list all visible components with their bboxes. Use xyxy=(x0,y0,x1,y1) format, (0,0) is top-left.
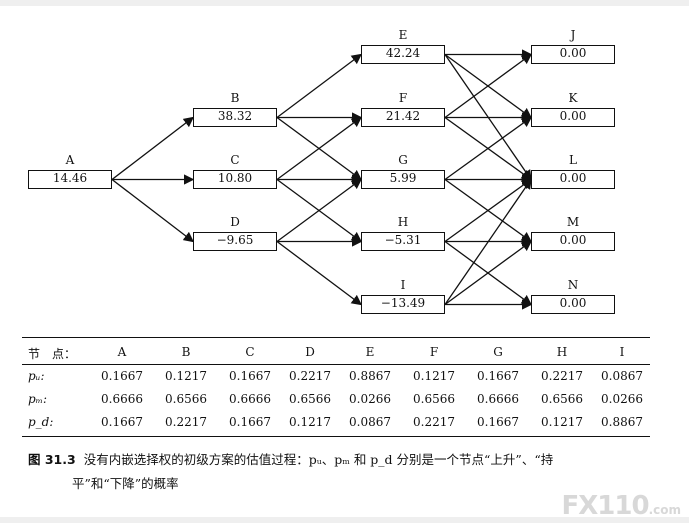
edge-d-i xyxy=(276,240,363,306)
node-n-label: N xyxy=(567,278,579,292)
table-cell: 0.2217 xyxy=(413,415,455,429)
table-cell: 0.1217 xyxy=(541,415,583,429)
node-f-value: 21.42 xyxy=(361,108,445,127)
edge-a-d xyxy=(111,178,195,243)
table-column-header: G xyxy=(493,345,503,359)
table-column-header: C xyxy=(245,345,255,359)
edge-d-g xyxy=(276,178,363,243)
page-top-shade xyxy=(0,0,689,6)
table-cell: 0.1667 xyxy=(101,369,143,383)
table-column-header: D xyxy=(305,345,315,359)
table-cell: 0.1667 xyxy=(477,415,519,429)
node-a-label: A xyxy=(65,153,75,167)
table-cell: 0.6566 xyxy=(289,392,331,406)
node-j-label: J xyxy=(570,28,576,42)
table-row-label: pᵤ: xyxy=(28,369,45,383)
node-c-label: C xyxy=(230,153,240,167)
tree-edges xyxy=(111,49,533,310)
node-d-value: −9.65 xyxy=(193,232,277,251)
table-cell: 0.6666 xyxy=(101,392,143,406)
table-row: pₘ: 0.6666 0.6566 0.6666 0.6566 0.0266 0.6566 0… xyxy=(22,389,650,411)
edge-a-b xyxy=(111,116,195,181)
table-cell: 0.8867 xyxy=(601,415,643,429)
table-top-rule xyxy=(22,337,650,338)
table-cell: 0.8867 xyxy=(349,369,391,383)
table-column-header: E xyxy=(365,345,375,359)
watermark-suffix: .com xyxy=(648,503,681,517)
edge-c-f xyxy=(276,116,363,181)
node-g-label: G xyxy=(398,153,408,167)
caption-line-2: 平”和“下降”的概率 xyxy=(72,476,179,491)
edge-g-k xyxy=(444,116,533,181)
table-row-label: pₘ: xyxy=(28,392,48,406)
node-h-value: −5.31 xyxy=(361,232,445,251)
table-cell: 0.2217 xyxy=(541,369,583,383)
node-f-label: F xyxy=(398,91,408,105)
node-g-value: 5.99 xyxy=(361,170,445,189)
table-cell: 0.0867 xyxy=(601,369,643,383)
table-cell: 0.2217 xyxy=(289,369,331,383)
node-d-label: D xyxy=(230,215,240,229)
node-b-value: 38.32 xyxy=(193,108,277,127)
watermark-logo: FX110.com xyxy=(561,491,681,521)
table-row-label: p_d: xyxy=(28,415,54,429)
node-m-value: 0.00 xyxy=(531,232,615,251)
node-a-value: 14.46 xyxy=(28,170,112,189)
table-cell: 0.6566 xyxy=(541,392,583,406)
figure-caption: 图 31.3 没有内嵌选择权的初级方案的估值过程：pᵤ、pₘ 和 p_d 分别是一… xyxy=(28,448,668,496)
node-e-value: 42.24 xyxy=(361,45,445,64)
table-bottom-rule xyxy=(22,436,650,437)
table-cell: 0.0867 xyxy=(349,415,391,429)
node-k-label: K xyxy=(568,91,578,105)
table-cell: 0.1217 xyxy=(413,369,455,383)
node-b-label: B xyxy=(230,91,240,105)
node-m-label: M xyxy=(566,215,580,229)
table-cell: 0.6566 xyxy=(413,392,455,406)
node-i-label: I xyxy=(400,278,406,292)
table-column-header: B xyxy=(181,345,191,359)
table-cell: 0.1667 xyxy=(477,369,519,383)
table-cell: 0.2217 xyxy=(165,415,207,429)
table-cell: 0.1667 xyxy=(229,415,271,429)
node-c-value: 10.80 xyxy=(193,170,277,189)
table-column-header: A xyxy=(117,345,127,359)
edge-i-l xyxy=(444,178,532,305)
edge-f-j xyxy=(444,53,533,119)
table-cell: 0.0266 xyxy=(601,392,643,406)
table-cell: 0.1217 xyxy=(289,415,331,429)
watermark-brand: FX110 xyxy=(561,491,649,521)
node-e-label: E xyxy=(398,28,408,42)
table-cell: 0.1217 xyxy=(165,369,207,383)
table-cell: 0.0266 xyxy=(349,392,391,406)
table-row: p_d: 0.1667 0.2217 0.1667 0.1217 0.0867 0.2217… xyxy=(22,412,650,434)
edge-b-e xyxy=(276,53,363,119)
table-header-rule xyxy=(22,364,650,365)
edge-h-l xyxy=(444,178,533,243)
table-row: pᵤ: 0.1667 0.1217 0.1667 0.2217 0.8867 0.1217 0… xyxy=(22,366,650,388)
table-cell: 0.6666 xyxy=(229,392,271,406)
table-column-header: I xyxy=(619,345,625,359)
node-h-label: H xyxy=(397,215,409,229)
table-cell: 0.1667 xyxy=(101,415,143,429)
page-bottom-shade xyxy=(0,517,689,523)
node-i-value: −13.49 xyxy=(361,295,445,314)
node-j-value: 0.00 xyxy=(531,45,615,64)
node-n-value: 0.00 xyxy=(531,295,615,314)
edge-i-m xyxy=(444,240,533,306)
table-cell: 0.6566 xyxy=(165,392,207,406)
figure-number: 图 31.3 xyxy=(28,452,76,467)
caption-line-1: 没有内嵌选择权的初级方案的估值过程：pᵤ、pₘ 和 p_d 分别是一个节点“上升… xyxy=(83,452,554,467)
node-l-label: L xyxy=(569,153,577,167)
table-cell: 0.6666 xyxy=(477,392,519,406)
table-header-row: 节 点： A B C D E F G H I xyxy=(22,342,650,364)
table-column-header: F xyxy=(429,345,439,359)
node-l-value: 0.00 xyxy=(531,170,615,189)
node-k-value: 0.00 xyxy=(531,108,615,127)
table-header-label: 节 点： xyxy=(28,347,77,361)
table-column-header: H xyxy=(556,345,568,359)
table-cell: 0.1667 xyxy=(229,369,271,383)
